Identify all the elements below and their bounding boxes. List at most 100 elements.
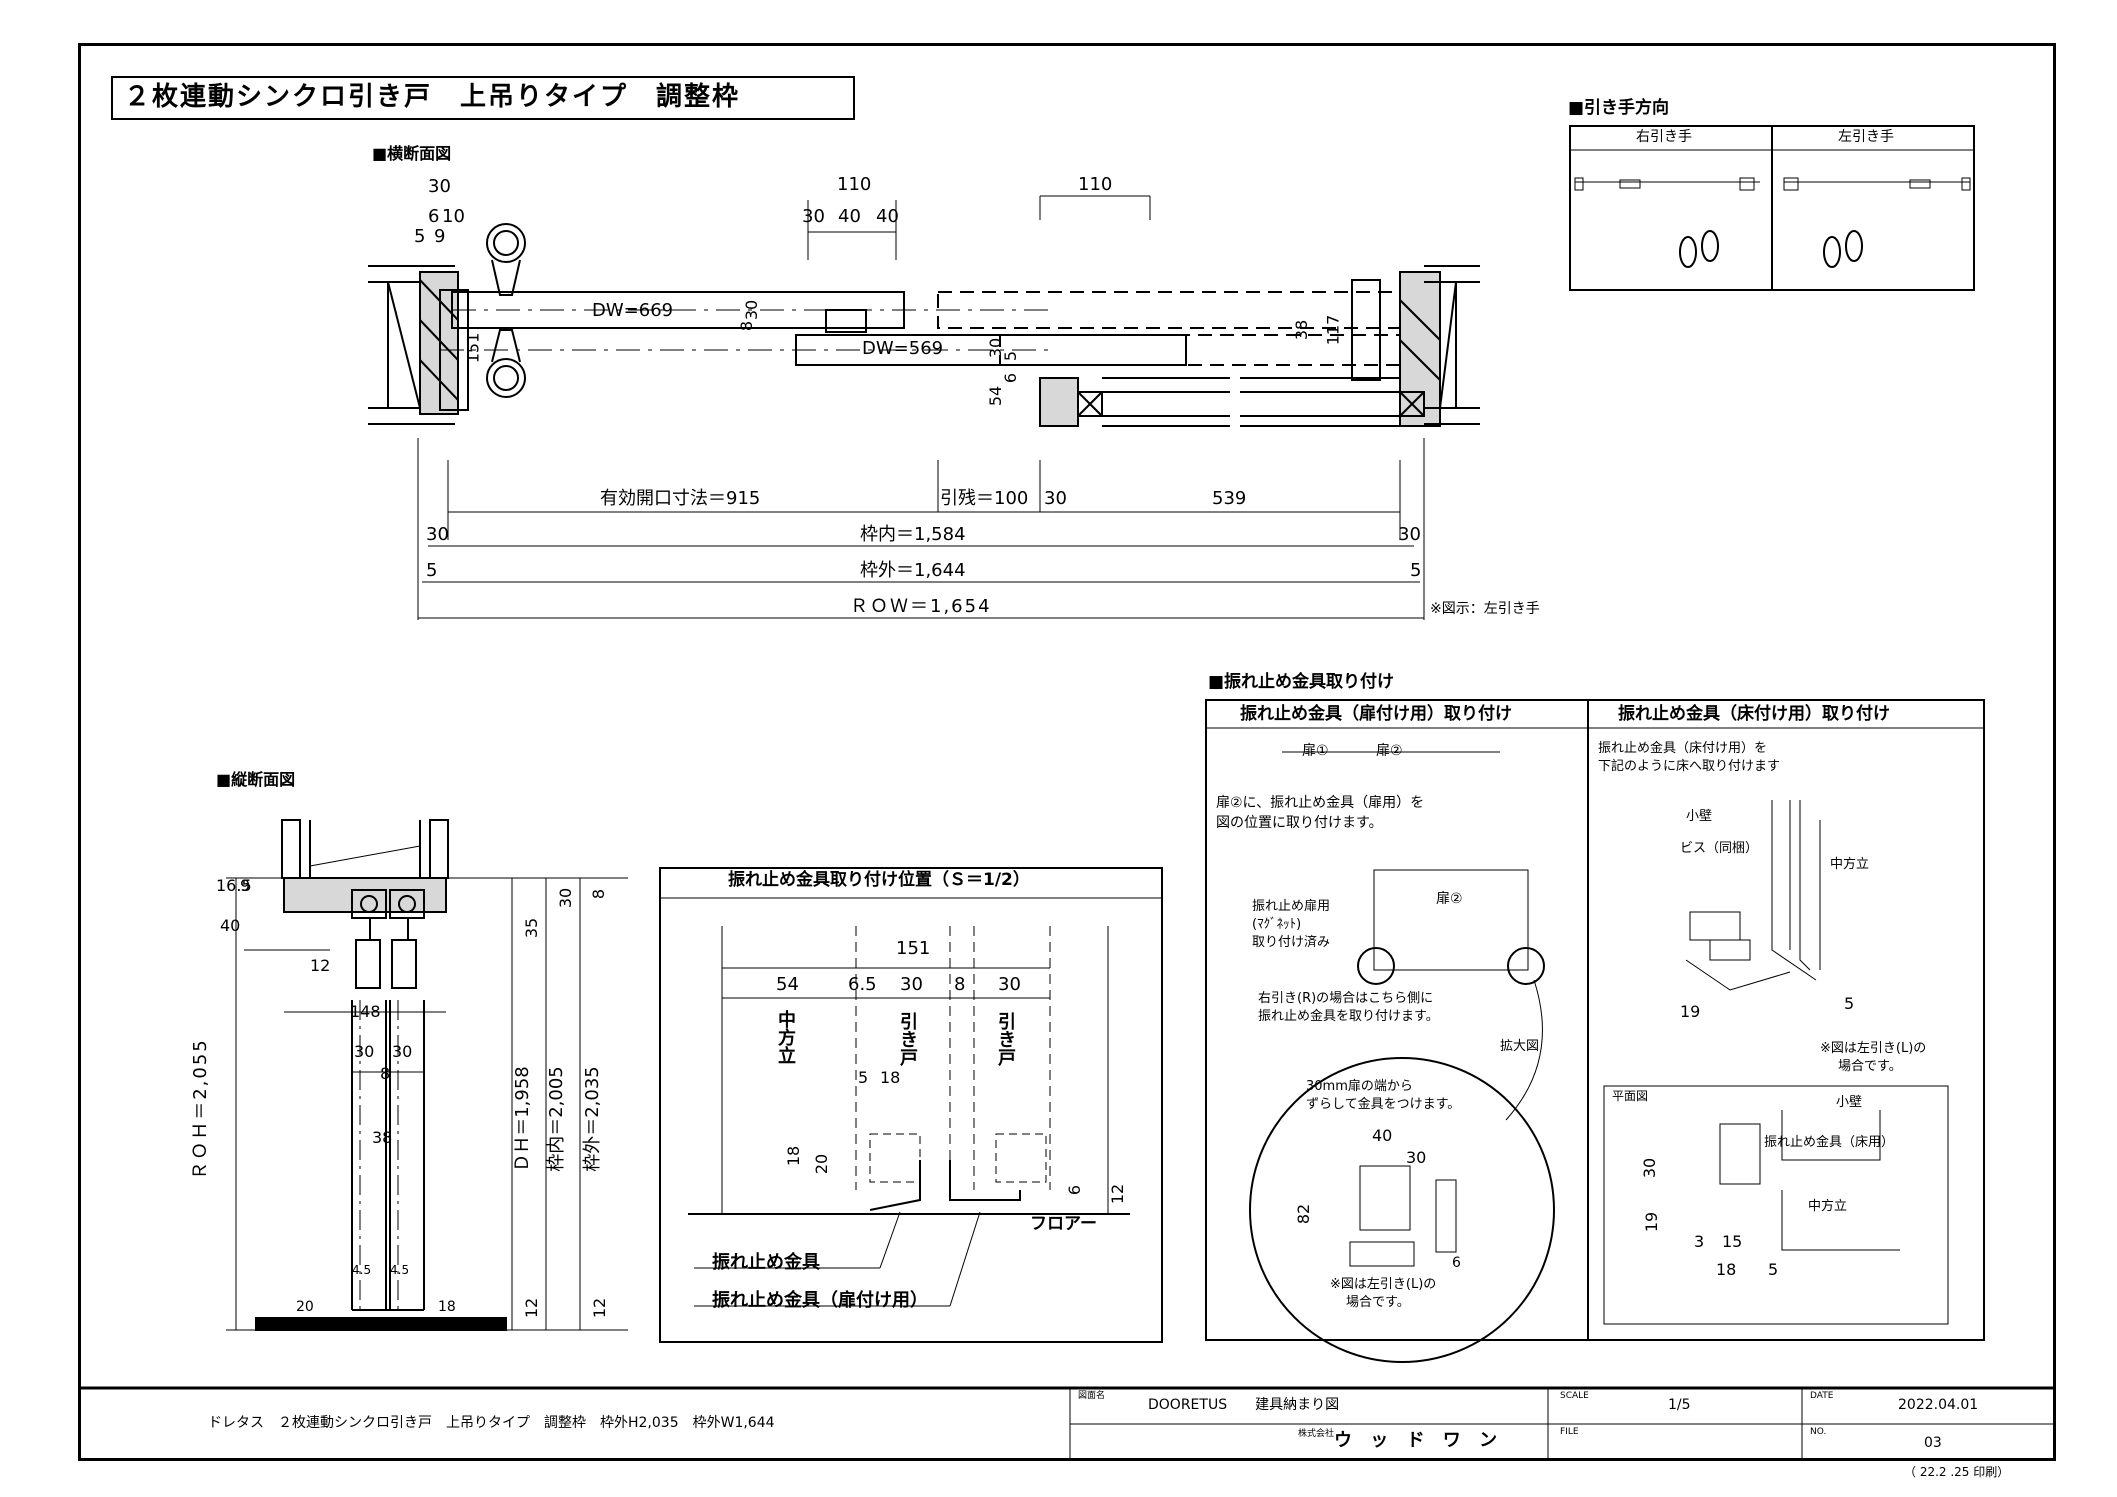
panel-a-text1: 扉②に、振れ止め金具（扉用）を xyxy=(1216,795,1425,811)
company-label: 株式会社 xyxy=(1298,1429,1335,1439)
right-handle-label: 右引き手 xyxy=(1636,129,1692,145)
door1-label: 扉① xyxy=(1302,743,1329,759)
dim-30-b: 30 xyxy=(1640,1157,1660,1179)
no-value: 03 xyxy=(1924,1435,1942,1451)
dh-dim: ＤＨ＝1,958 xyxy=(511,1066,533,1172)
panel-a-note-2: 場合です。 xyxy=(1346,1295,1410,1310)
page-title: ２枚連動シンクロ引き戸 上吊りタイプ 調整枠 xyxy=(124,82,741,112)
dim-18-v: 18 xyxy=(438,1299,456,1315)
screw-label: ビス（同梱） xyxy=(1680,841,1759,856)
dim-30-install: 30 xyxy=(1406,1148,1427,1167)
post-label-b2: 中方立 xyxy=(1808,1199,1848,1214)
attached-1: 振れ止め扉用 xyxy=(1252,899,1331,914)
post-label-b: 中方立 xyxy=(1830,857,1870,872)
left-30-dim: 30 xyxy=(426,524,449,545)
dim-38: 38 xyxy=(1292,319,1312,341)
dim-30-v2: 30 xyxy=(392,1042,413,1061)
dim-40-a: 40 xyxy=(838,206,861,227)
inner-height-dim: 枠内＝2,005 xyxy=(545,1066,567,1172)
dim-5-sp: 5 xyxy=(858,1068,869,1087)
dim-6-sp: 6 xyxy=(1065,1184,1085,1196)
dim-82-install: 82 xyxy=(1294,1203,1314,1225)
dim-8-v2: 8 xyxy=(589,888,609,900)
zoom-label: 拡大図 xyxy=(1500,1039,1540,1054)
row-dim: ＲＯＷ＝1,654 xyxy=(850,596,992,617)
dim-12-v: 12 xyxy=(310,956,331,975)
kokabe-label-2: 小壁 xyxy=(1836,1095,1863,1110)
dim-12-v2: 12 xyxy=(522,1297,542,1319)
floor-fitting-label: 振れ止め金具（床用） xyxy=(1764,1135,1895,1150)
right-30-dim: 30 xyxy=(1398,524,1421,545)
panel-a-title: 振れ止め金具（扉付け用）取り付け xyxy=(1240,704,1512,724)
dim-110-b: 110 xyxy=(1078,174,1113,195)
attached-3: 取り付け済み xyxy=(1252,935,1331,950)
dim-151: 151 xyxy=(463,332,483,364)
plan-view-label: 平面図 xyxy=(1612,1089,1649,1103)
date-label: DATE xyxy=(1810,1391,1834,1401)
dim-5-b2: 5 xyxy=(1768,1260,1779,1279)
dim-20-sp: 20 xyxy=(812,1153,832,1175)
panel-a-text2: 図の位置に取り付けます。 xyxy=(1216,815,1383,831)
print-date: （ 22.2 .25 印刷） xyxy=(1904,1465,2010,1479)
sliding-door-label-2: 引き戸 xyxy=(995,1012,1016,1066)
panel-b-note-1: ※図は左引き(L)の xyxy=(1820,1041,1927,1056)
panel-b-note-2: 場合です。 xyxy=(1838,1059,1902,1074)
company-name: ウ ッ ド ワ ン xyxy=(1334,1430,1504,1451)
pull-gap-dim: 30 xyxy=(1044,488,1067,509)
dim-54: 54 xyxy=(986,385,1006,407)
center-post-label: 中方立 xyxy=(775,1010,796,1064)
kokabe-label: 小壁 xyxy=(1686,809,1713,824)
dim-30-a: 30 xyxy=(802,206,825,227)
dim-8-sp: 8 xyxy=(954,974,966,995)
floor-label: フロアー xyxy=(1030,1214,1097,1234)
plan-note: ※図示：左引き手 xyxy=(1430,601,1540,617)
dim-5-b: 5 xyxy=(1001,350,1021,362)
pull-remainder-dim: 引残＝100 xyxy=(940,488,1029,509)
door1-width: DW=669 xyxy=(592,300,674,321)
panel-b-text1: 振れ止め金具（床付け用）を xyxy=(1598,741,1768,756)
dim-5-b: 5 xyxy=(1844,994,1855,1013)
dim-38-v: 38 xyxy=(372,1128,393,1147)
attached-2: (ﾏｸﾞﾈｯﾄ) xyxy=(1252,917,1302,932)
drawing-name-label: 図面名 xyxy=(1078,1391,1106,1401)
dim-148: 148 xyxy=(350,1002,381,1021)
drawing-description: ドレタス ２枚連動シンクロ引き戸 上吊りタイプ 調整枠 枠外H2,035 枠外W… xyxy=(208,1415,775,1431)
right-5-dim: 5 xyxy=(1410,560,1422,581)
door-stopper-callout: 振れ止め金具（扉付け用） xyxy=(712,1290,928,1311)
inner-width-dim: 枠内＝1,584 xyxy=(860,524,966,545)
opening-dim: 有効開口寸法＝915 xyxy=(600,488,761,509)
file-label: FILE xyxy=(1560,1427,1579,1437)
dim-4-5-b: 4.5 xyxy=(390,1263,410,1277)
dim-40-b: 40 xyxy=(876,206,899,227)
dim-18-b: 18 xyxy=(1716,1260,1737,1279)
drawing-frame xyxy=(78,43,2056,1461)
dim-19-b: 19 xyxy=(1680,1002,1701,1021)
r-note-1: 右引き(R)の場合はこちら側に xyxy=(1258,991,1434,1006)
dim-6-b: 6 xyxy=(1001,372,1021,384)
dim-6-5-sp: 6.5 xyxy=(848,974,877,995)
door2-width: DW=569 xyxy=(862,338,944,359)
dim-6: 6 xyxy=(428,206,440,227)
dim-30-b: 30 xyxy=(742,299,762,321)
shift-1: 30mm扉の端から xyxy=(1306,1079,1413,1094)
dim-8-v: 8 xyxy=(380,1064,391,1083)
right-width-dim: 539 xyxy=(1212,488,1247,509)
dim-40-install: 40 xyxy=(1372,1126,1393,1145)
vertical-section-heading: ■縦断面図 xyxy=(216,770,296,789)
dim-10: 10 xyxy=(442,206,465,227)
dim-30-v1: 30 xyxy=(354,1042,375,1061)
plan-section-heading: ■横断面図 xyxy=(372,144,452,163)
dim-30-v3: 30 xyxy=(556,887,576,909)
dim-6-install: 6 xyxy=(1452,1255,1461,1271)
dim-18-sp2: 18 xyxy=(784,1145,804,1167)
panel-a-note-1: ※図は左引き(L)の xyxy=(1330,1277,1437,1292)
outer-height-dim: 枠外＝2,035 xyxy=(581,1066,603,1172)
dim-8: 8 xyxy=(737,320,757,332)
stopper-install-heading: ■振れ止め金具取り付け xyxy=(1208,672,1395,692)
scale-label: SCALE xyxy=(1560,1391,1589,1401)
outer-width-dim: 枠外＝1,644 xyxy=(860,560,966,581)
dim-18-sp: 18 xyxy=(880,1068,901,1087)
no-label: NO. xyxy=(1810,1427,1827,1437)
panel-b-text2: 下記のように床へ取り付けます xyxy=(1598,759,1781,774)
dim-110-a: 110 xyxy=(837,174,872,195)
